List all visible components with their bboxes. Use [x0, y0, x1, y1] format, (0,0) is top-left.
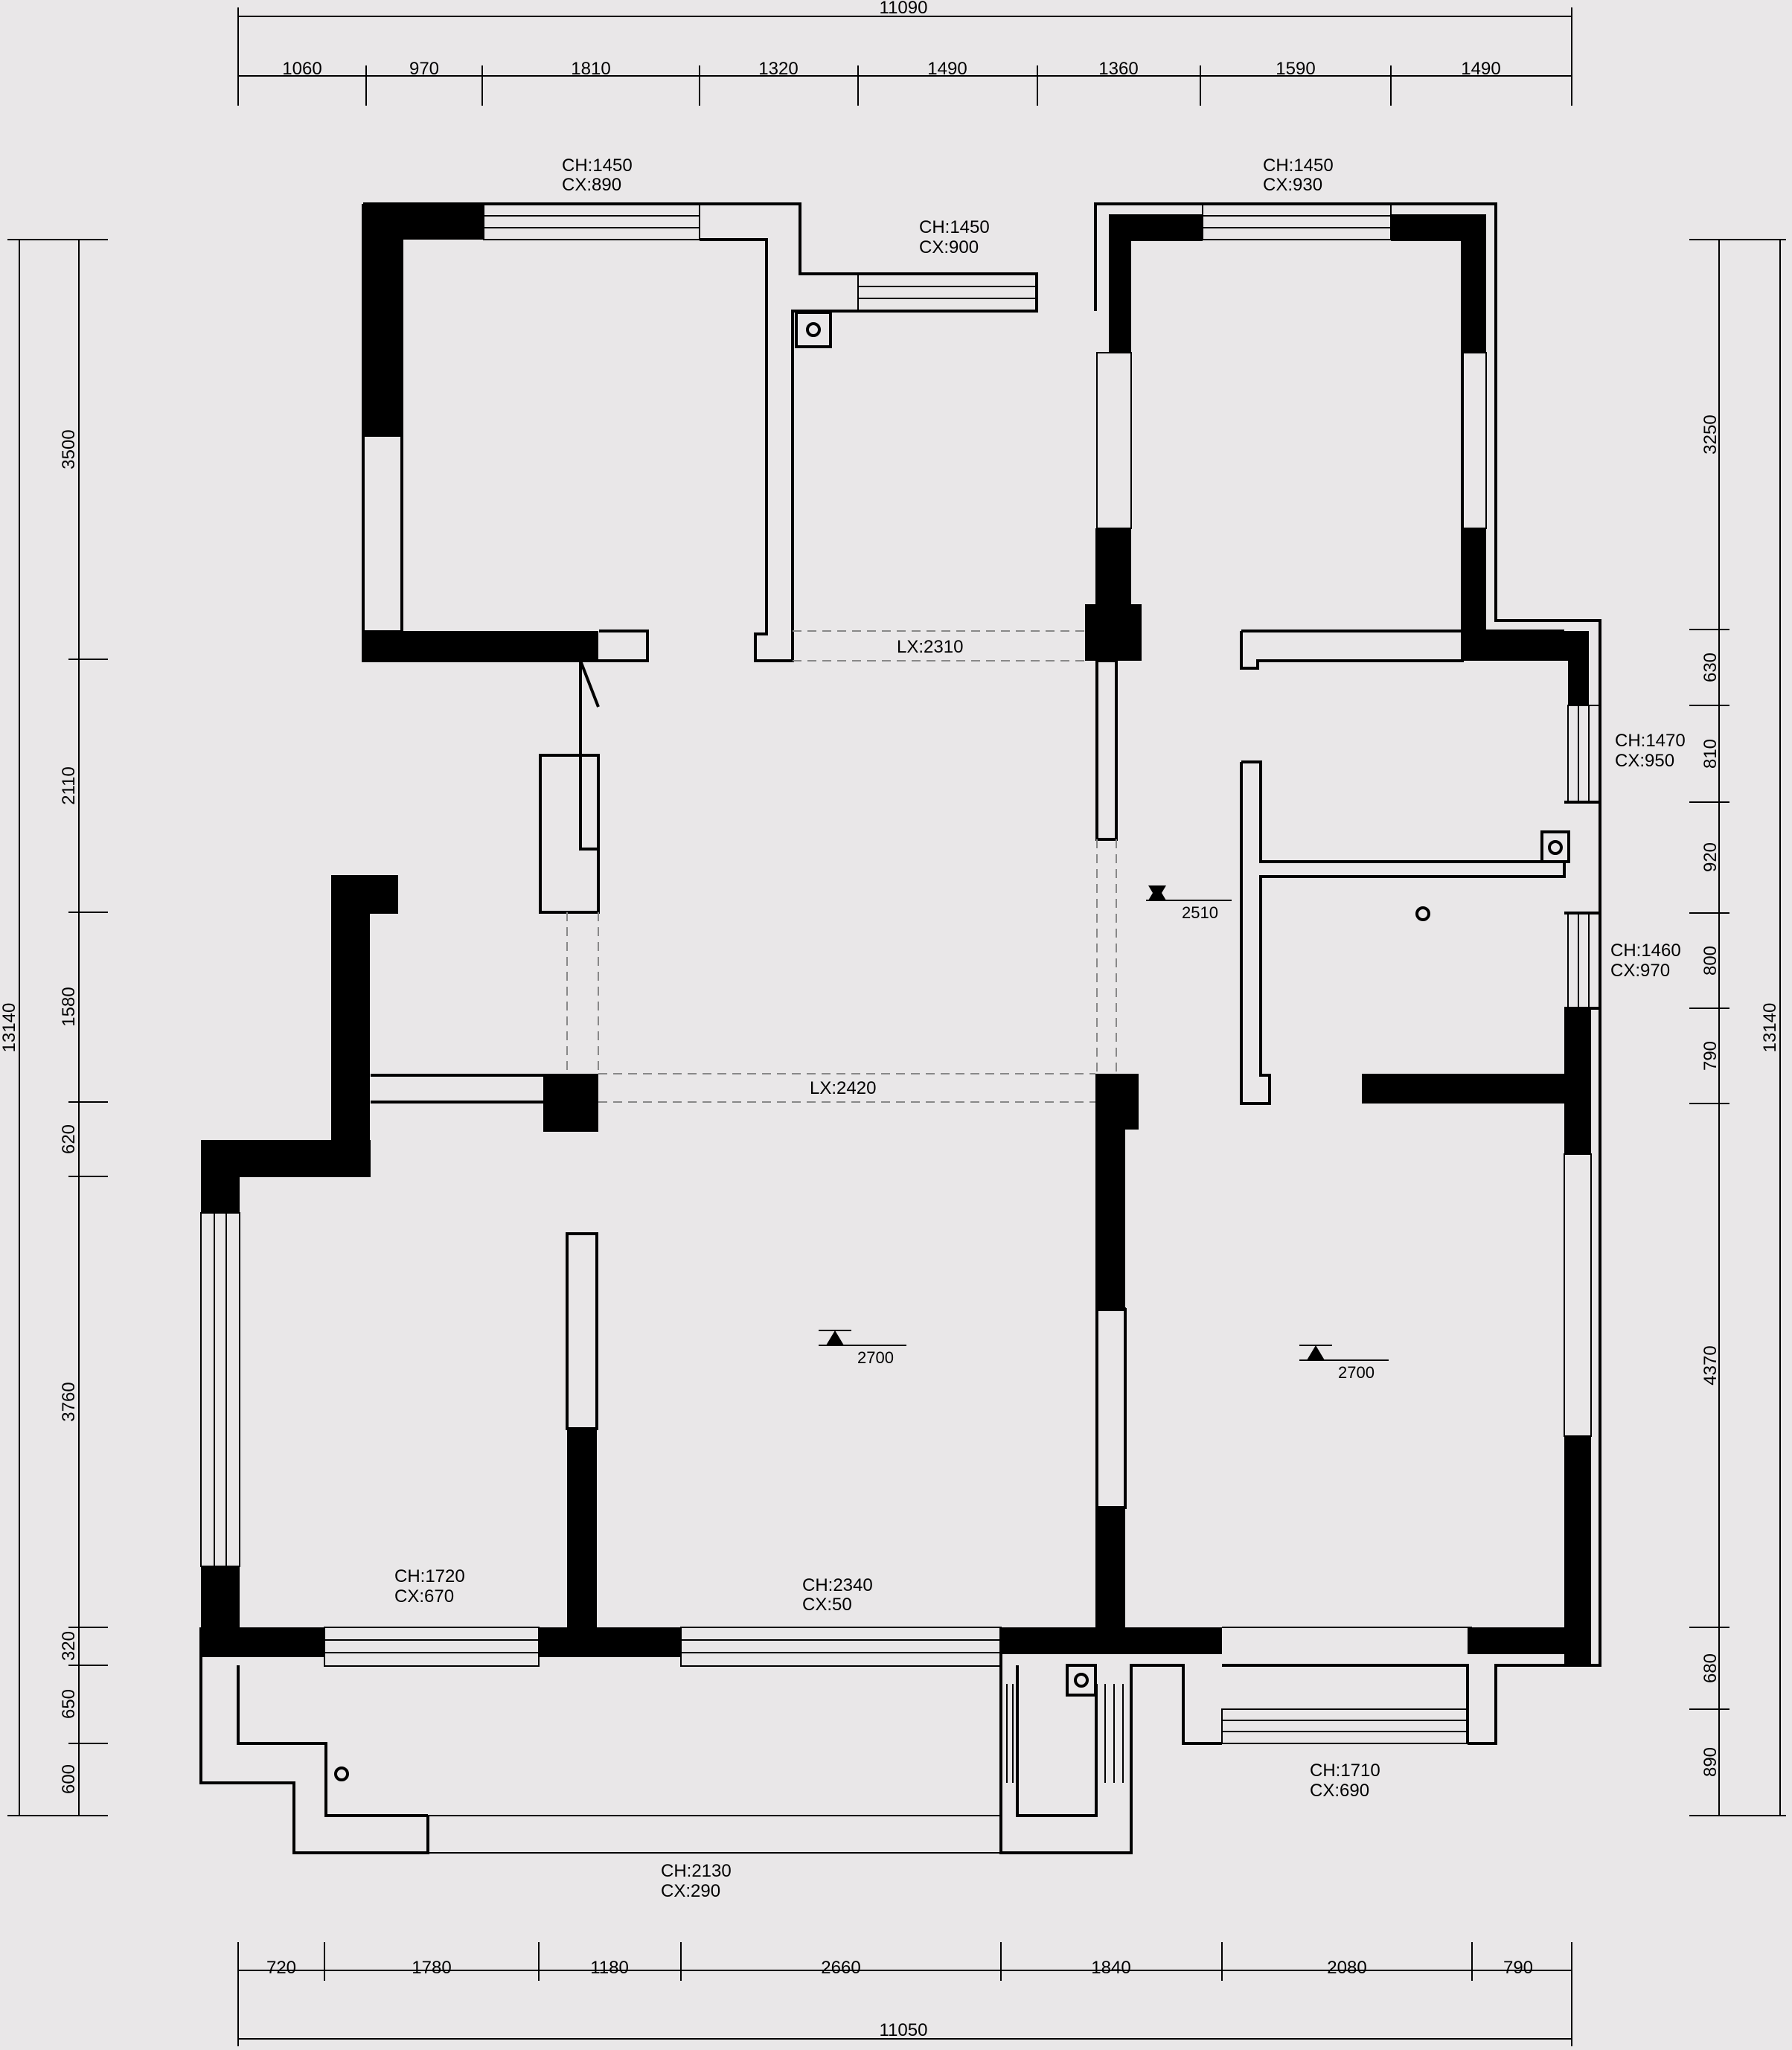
right-dimension: 790: [1700, 1041, 1721, 1071]
window-height-label: CH:1710: [1310, 1761, 1380, 1781]
window-sill-label: CX:690: [1310, 1781, 1369, 1801]
bottom-dimension: 1780: [412, 1958, 451, 1978]
pipe-icon: [1074, 1673, 1089, 1688]
window-sill-label: CX:950: [1615, 751, 1674, 771]
pipe-icon: [334, 1766, 349, 1781]
left-dimension: 620: [59, 1124, 79, 1154]
bottom-dimension: 720: [266, 1958, 296, 1978]
window-sill-label: CX:890: [562, 175, 621, 195]
left-dimension: 1580: [59, 987, 79, 1026]
window-sill-label: CX:50: [802, 1595, 852, 1615]
dimension-labels-left: 13140 3500 2110 1580 620 3760 320 650 60…: [0, 429, 79, 1794]
window-sill-label: CX:290: [661, 1881, 720, 1901]
left-dimension: 3760: [59, 1382, 79, 1421]
right-total-dimension: 13140: [1760, 1003, 1780, 1053]
window-sill-label: CX:970: [1610, 961, 1670, 981]
beam-labels: LX:2310 LX:2420: [810, 637, 963, 1098]
left-dimension: 2110: [59, 766, 79, 805]
top-dimension: 1360: [1098, 59, 1138, 79]
right-dimension: 810: [1700, 739, 1721, 769]
dimension-lines: [7, 7, 1786, 2046]
pipe-shaft-icon: [1066, 1664, 1097, 1697]
level-value: 2510: [1182, 903, 1218, 922]
left-total-dimension: 13140: [0, 1003, 19, 1053]
right-dimension: 890: [1700, 1747, 1721, 1777]
window-sill-label: CX:900: [919, 237, 979, 257]
right-dimension: 3250: [1700, 414, 1721, 454]
left-dimension: 600: [59, 1764, 79, 1794]
bottom-dimension: 2080: [1327, 1958, 1366, 1978]
level-value: 2700: [1338, 1363, 1375, 1382]
window-sill-label: CX:930: [1263, 175, 1322, 195]
beam-lines: [566, 630, 1117, 1103]
left-dimension: 650: [59, 1689, 79, 1719]
top-dimension: 1490: [927, 59, 967, 79]
bottom-dimension: 790: [1503, 1958, 1533, 1978]
dimension-labels-top: 11090 1060 970 1810 1320 1490 1360 1590 …: [282, 0, 1500, 79]
right-dimension: 680: [1700, 1653, 1721, 1683]
window-height-label: CH:1470: [1615, 731, 1686, 751]
window-height-label: CH:1450: [562, 156, 633, 176]
right-dimension: 4370: [1700, 1345, 1721, 1385]
pipe-icon: [806, 322, 821, 337]
bottom-total-dimension: 11050: [880, 2020, 928, 2040]
level-marker: 2700: [819, 1330, 906, 1367]
pipe-shaft-icon: [1540, 830, 1570, 863]
bottom-dimension: 1840: [1091, 1958, 1130, 1978]
dimension-labels-right: 13140 3250 630 810 920 800 790 4370 680 …: [1700, 414, 1780, 1777]
pipe-icon: [1548, 840, 1563, 855]
top-total-dimension: 11090: [880, 0, 928, 18]
level-marker: 2700: [1299, 1345, 1389, 1382]
window-height-label: CH:1460: [1610, 941, 1681, 961]
top-dimension: 1590: [1276, 59, 1315, 79]
top-dimension: 1810: [571, 59, 610, 79]
top-dimension: 1060: [282, 59, 321, 79]
top-dimension: 1320: [758, 59, 798, 79]
windows: [200, 203, 1601, 1783]
window-sill-label: CX:670: [394, 1586, 454, 1607]
solid-walls: [201, 204, 1591, 1665]
beam-label: LX:2310: [897, 637, 963, 657]
dimension-labels-bottom: 720 1780 1180 2660 1840 2080 790 11050: [266, 1958, 1533, 2040]
level-markers: 2510 2700 2700: [819, 885, 1389, 1382]
window-labels: CH:1450 CX:890 CH:1450 CX:900 CH:1450 CX…: [394, 156, 1686, 1901]
left-dimension: 3500: [59, 429, 79, 469]
bottom-dimension: 2660: [821, 1958, 860, 1978]
right-dimension: 800: [1700, 946, 1721, 976]
top-dimension: 1490: [1461, 59, 1500, 79]
top-dimension: 970: [409, 59, 439, 79]
bottom-dimension: 1180: [590, 1958, 629, 1978]
window-height-label: CH:1450: [1263, 156, 1334, 176]
window-height-label: CH:2340: [802, 1575, 873, 1595]
right-dimension: 630: [1700, 653, 1721, 682]
pipe-icon: [1415, 906, 1430, 921]
right-dimension: 920: [1700, 842, 1721, 872]
level-marker: 2510: [1146, 885, 1232, 922]
window-height-label: CH:2130: [661, 1861, 732, 1881]
pipe-fixtures: [334, 311, 1570, 1781]
window-height-label: CH:1720: [394, 1566, 465, 1586]
level-value: 2700: [857, 1348, 894, 1367]
pipe-shaft-icon: [795, 311, 832, 348]
window-height-label: CH:1450: [919, 217, 990, 237]
beam-label: LX:2420: [810, 1078, 876, 1098]
left-dimension: 320: [59, 1631, 79, 1661]
